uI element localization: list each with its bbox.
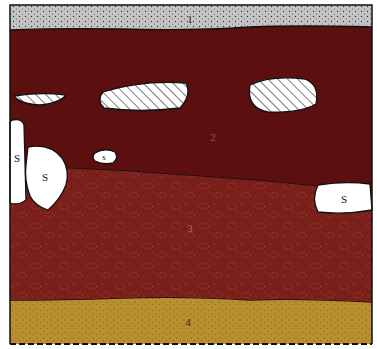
shape-detail bbox=[10, 165, 372, 191]
shape-fill bbox=[10, 297, 372, 344]
soil-horizon: 2SSsS bbox=[10, 24, 372, 196]
stone-clast: S bbox=[10, 118, 27, 206]
stone-clast: s bbox=[91, 147, 119, 165]
shape-fill bbox=[10, 5, 372, 30]
stone-clast: S bbox=[311, 181, 372, 215]
horizon-number: S bbox=[42, 172, 48, 183]
shape-fill bbox=[93, 150, 117, 164]
shape-fill bbox=[315, 183, 373, 213]
horizon-number: S bbox=[14, 153, 20, 164]
soil-horizon: 4 bbox=[10, 294, 372, 344]
shape-detail bbox=[249, 78, 316, 112]
shape-detail bbox=[10, 297, 372, 302]
shape-detail bbox=[10, 26, 372, 30]
stone-clast: S bbox=[24, 143, 70, 210]
frame-border bbox=[10, 5, 372, 344]
horizon-number: 3 bbox=[187, 223, 193, 234]
shape-fill bbox=[10, 120, 26, 204]
soil-horizon-outline bbox=[10, 294, 372, 344]
frame-base-dashed bbox=[10, 343, 372, 345]
horizon-number: S bbox=[341, 194, 347, 205]
shape-detail bbox=[14, 94, 66, 105]
horizon-number: 4 bbox=[185, 317, 191, 328]
horizon-number: 2 bbox=[210, 132, 216, 143]
shape-detail bbox=[100, 82, 188, 110]
shape-fill bbox=[10, 165, 372, 302]
horizon-number: 1 bbox=[187, 14, 193, 25]
horizon-number: s bbox=[102, 153, 106, 162]
